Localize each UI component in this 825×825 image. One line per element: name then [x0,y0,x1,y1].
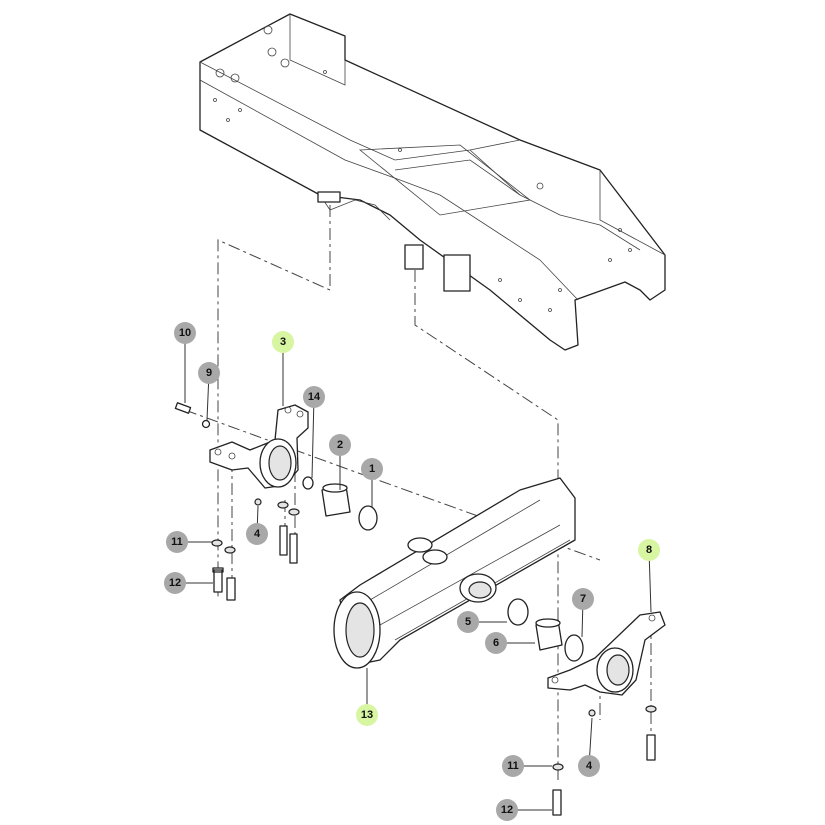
leader-line [311,396,315,479]
part-callout-10[interactable]: 10 [174,322,196,344]
right-axle-bracket [547,611,666,696]
chassis-frame [199,13,666,351]
part-callout-3[interactable]: 3 [272,331,294,353]
part-callout-2[interactable]: 2 [329,434,351,456]
left-small-parts [174,402,378,601]
part-callout-11[interactable]: 11 [166,531,188,553]
part-callout-1[interactable]: 1 [361,458,383,480]
part-callout-4[interactable]: 4 [246,523,268,545]
part-callout-9[interactable]: 9 [198,362,220,384]
axle-housing [333,477,576,669]
part-callout-4[interactable]: 4 [578,755,600,777]
part-callout-5[interactable]: 5 [457,611,479,633]
part-callout-14[interactable]: 14 [303,386,325,408]
part-callout-7[interactable]: 7 [572,588,594,610]
left-axle-bracket [209,404,309,489]
part-callout-12[interactable]: 12 [164,572,186,594]
right-small-parts [507,598,657,816]
part-callout-8[interactable]: 8 [638,539,660,561]
part-callout-13[interactable]: 13 [356,704,378,726]
part-callout-12[interactable]: 12 [496,799,518,821]
part-callout-11[interactable]: 11 [502,755,524,777]
part-callout-6[interactable]: 6 [485,632,507,654]
